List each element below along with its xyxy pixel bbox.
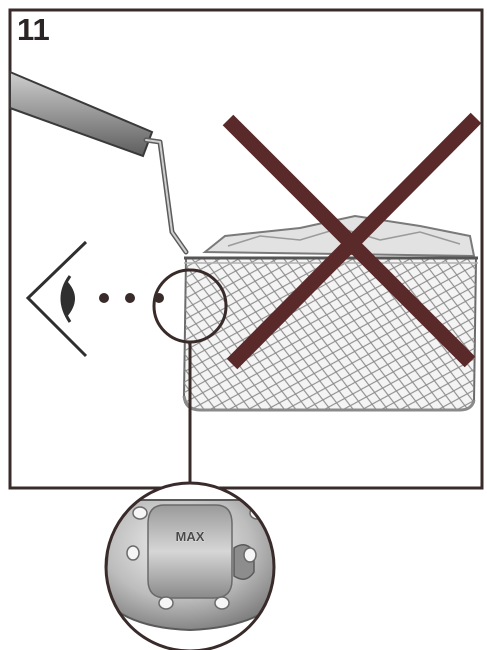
step-number: 11 bbox=[17, 12, 50, 48]
eye-icon bbox=[28, 242, 86, 356]
fryer-basket bbox=[184, 216, 478, 410]
max-label: MAX bbox=[176, 529, 205, 544]
max-level-callout: MAX bbox=[104, 483, 282, 650]
basket-handle bbox=[10, 72, 186, 252]
